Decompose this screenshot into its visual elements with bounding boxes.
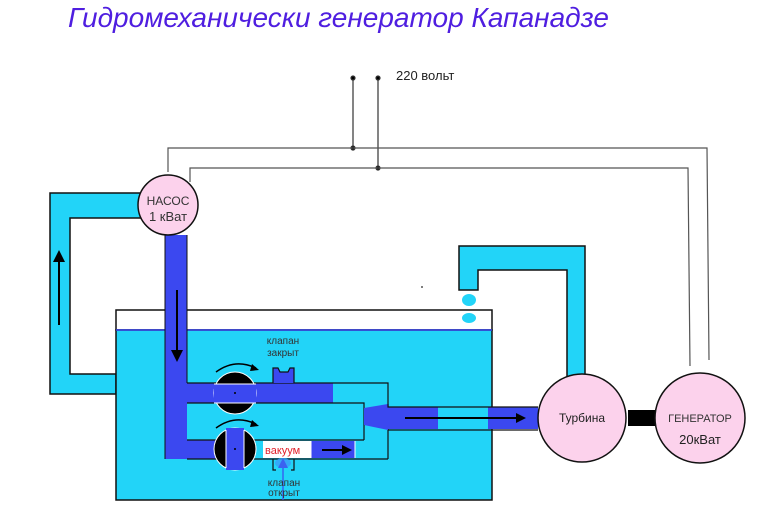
generator-power-label: 20кВат	[679, 432, 721, 447]
valve-open-label-1: клапан	[268, 478, 300, 489]
pump-circle	[137, 174, 199, 236]
water-drop	[462, 294, 476, 306]
valve-closed-label-1: клапан	[267, 336, 299, 347]
turbine-circle	[537, 373, 627, 463]
water-drop	[462, 313, 476, 323]
turbine-label: Турбина	[559, 411, 605, 425]
generator-label: ГЕНЕРАТОР	[668, 413, 732, 425]
wire-inner	[189, 167, 691, 367]
power-source-label: 220 вольт	[396, 68, 454, 83]
arrow-up-head-icon	[53, 250, 65, 262]
wiring	[167, 75, 710, 367]
valve-closed-label-2: закрыт	[267, 348, 299, 359]
valve-open-label-2: открыт	[268, 488, 300, 499]
rotary-valve-bottom	[213, 419, 259, 471]
pump-down-pipe	[164, 235, 188, 459]
terminal-dot	[350, 75, 356, 81]
vacuum-label: вакуум	[265, 445, 300, 457]
outlet-pipe	[364, 404, 538, 431]
diagram-title: Гидромеханически генератор Капанадзе	[68, 2, 609, 33]
terminal-dot	[375, 75, 381, 81]
wire-outer	[167, 147, 710, 361]
arrow-right-head-icon	[516, 413, 526, 423]
turbine-overflow-pipe	[421, 245, 586, 381]
rotary-valve-top	[213, 363, 259, 415]
shaft	[628, 410, 658, 426]
arrow-right-head-icon	[342, 445, 352, 455]
arrow-down-head-icon	[171, 350, 183, 362]
pump-label: НАСОС	[147, 194, 190, 208]
pump-power-label: 1 кВат	[149, 209, 187, 224]
generator-circle	[654, 372, 746, 464]
suction-arrow-head-icon	[278, 458, 288, 468]
